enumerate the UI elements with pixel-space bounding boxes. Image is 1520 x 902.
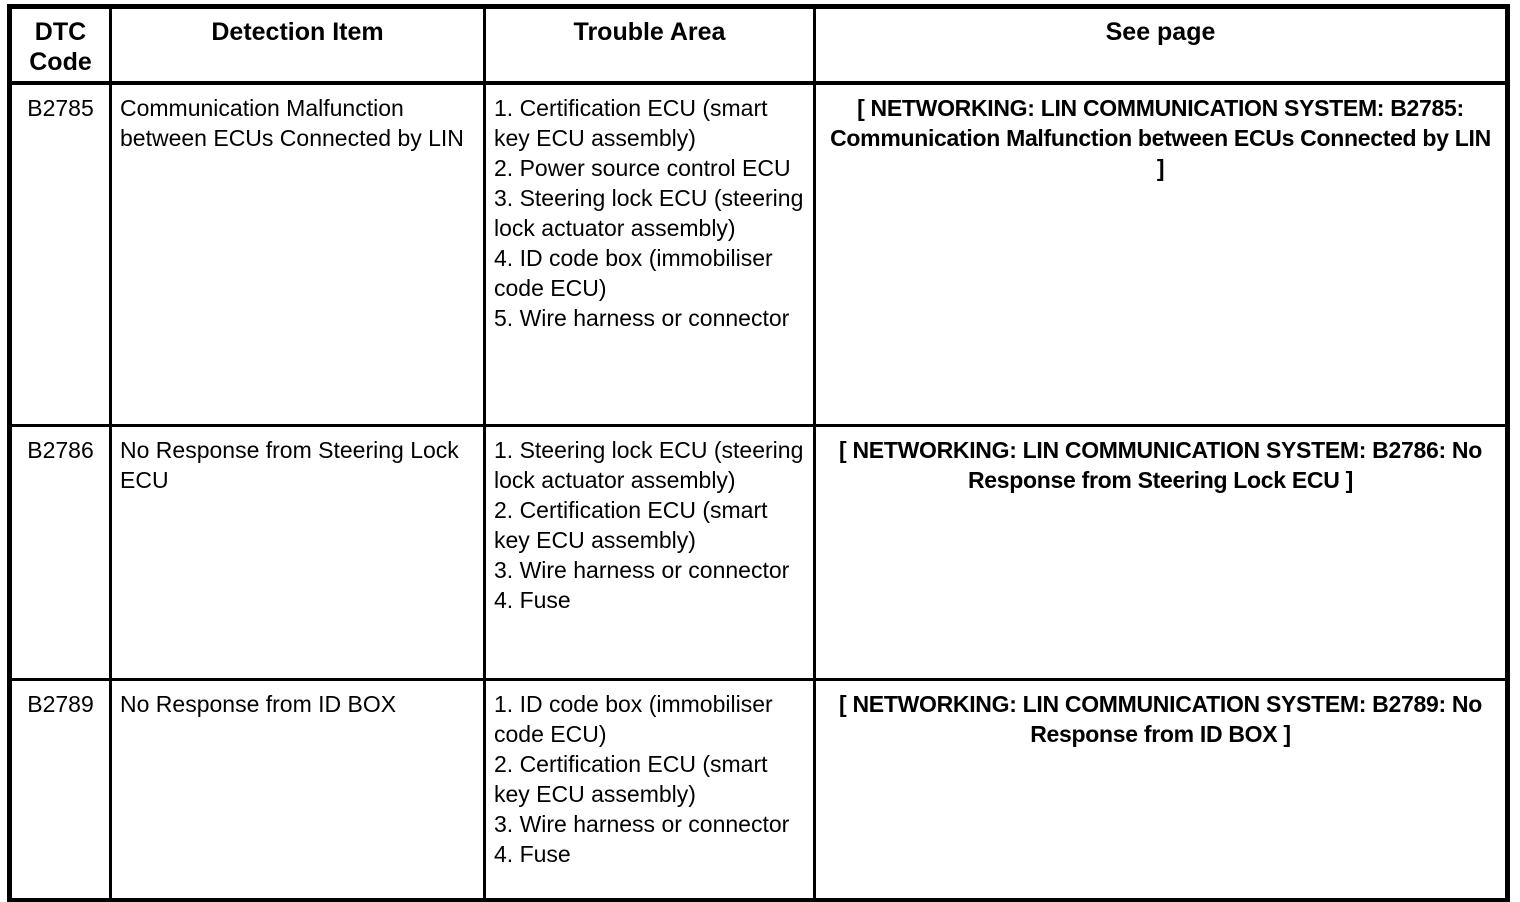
table-body: B2785 Communication Malfunction between … (8, 81, 1509, 902)
header-row: DTC Code Detection Item Trouble Area See… (8, 5, 1509, 85)
detection-item-cell: Communication Malfunction between ECUs C… (109, 81, 486, 427)
table-row-b2785: B2785 Communication Malfunction between … (8, 81, 1509, 427)
column-header-detection-item: Detection Item (109, 5, 486, 85)
trouble-area-cell: 1. Steering lock ECU (steering lock actu… (483, 423, 816, 681)
trouble-area-cell: 1. ID code box (immobiliser code ECU) 2.… (483, 677, 816, 902)
dtc-code-cell: B2789 (8, 677, 112, 902)
dtc-code-cell: B2786 (8, 423, 112, 681)
dtc-table-container: DTC Code Detection Item Trouble Area See… (7, 4, 1510, 902)
trouble-area-cell: 1. Certification ECU (smart key ECU asse… (483, 81, 816, 427)
column-header-trouble-area: Trouble Area (483, 5, 816, 85)
column-header-see-page: See page (813, 5, 1509, 85)
table-row-b2786: B2786 No Response from Steering Lock ECU… (8, 423, 1509, 681)
column-header-dtc-code: DTC Code (8, 5, 112, 85)
table-row-b2789: B2789 No Response from ID BOX 1. ID code… (8, 677, 1509, 902)
see-page-cell: [ NETWORKING: LIN COMMUNICATION SYSTEM: … (813, 677, 1509, 902)
detection-item-cell: No Response from Steering Lock ECU (109, 423, 486, 681)
dtc-code-cell: B2785 (8, 81, 112, 427)
see-page-cell: [ NETWORKING: LIN COMMUNICATION SYSTEM: … (813, 81, 1509, 427)
table-header: DTC Code Detection Item Trouble Area See… (8, 5, 1509, 85)
dtc-table: DTC Code Detection Item Trouble Area See… (7, 4, 1510, 902)
see-page-cell: [ NETWORKING: LIN COMMUNICATION SYSTEM: … (813, 423, 1509, 681)
detection-item-cell: No Response from ID BOX (109, 677, 486, 902)
